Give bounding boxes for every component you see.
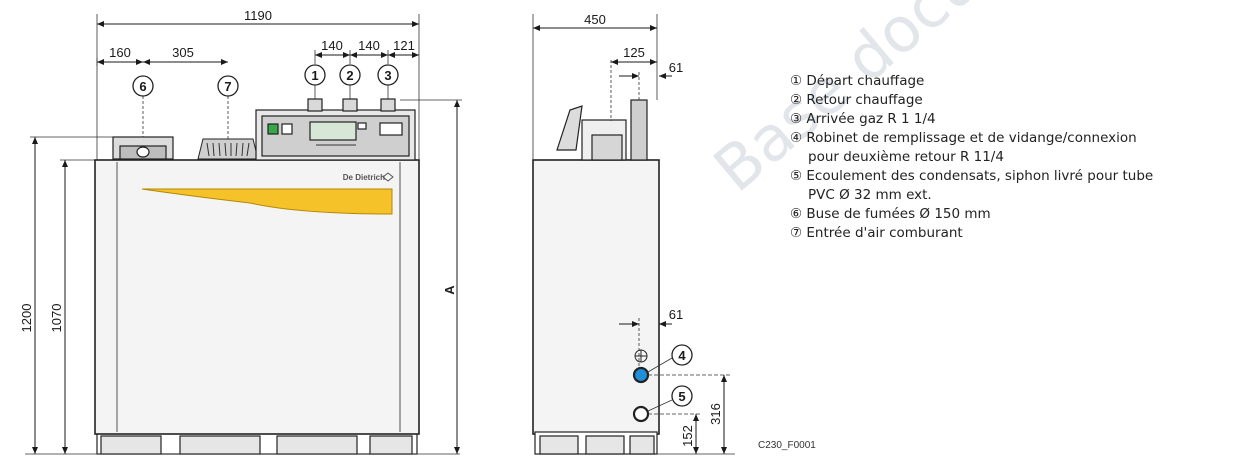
dim-spacing-2: 140	[358, 38, 380, 53]
callout-6: 6	[132, 75, 154, 97]
front-base	[96, 431, 418, 455]
callout-4: 4	[647, 344, 693, 373]
callout-7: 7	[217, 75, 239, 97]
dim-height-5: 152	[680, 425, 695, 447]
legend-number: ②	[790, 92, 803, 108]
callout-2: 2	[339, 64, 361, 99]
control-panel	[255, 109, 416, 161]
pipe-connections	[307, 98, 396, 112]
legend-text: Entrée d'air comburant	[806, 225, 963, 241]
yellow-accent-stripe	[141, 188, 393, 215]
filling-valve-connection	[632, 366, 650, 384]
legend-item-5: ⑤ Ecoulement des condensats, siphon livr…	[790, 167, 1246, 205]
svg-text:5: 5	[678, 389, 685, 404]
legend-text: Robinet de remplissage et de vidange/con…	[806, 130, 1137, 146]
legend-text: Ecoulement des condensats, siphon livré …	[806, 168, 1154, 184]
front-view: De Dietrich	[19, 8, 462, 455]
legend-number: ①	[790, 73, 803, 89]
svg-text:2: 2	[346, 68, 353, 83]
svg-text:1: 1	[311, 68, 318, 83]
dim-height-total: 1200	[19, 304, 34, 333]
dim-offset-6: 160	[109, 45, 131, 60]
legend-item-1: ① Départ chauffage	[790, 72, 1246, 91]
side-pipe	[630, 99, 648, 161]
legend-text: Buse de fumées Ø 150 mm	[806, 206, 991, 222]
legend-number: ④	[790, 130, 803, 146]
legend-number: ⑦	[790, 225, 803, 241]
side-base	[534, 431, 658, 455]
side-view: 450 125 61 61 4 5	[532, 12, 735, 455]
dim-side-flue: 125	[623, 45, 645, 60]
legend-text: Arrivée gaz R 1 1/4	[806, 111, 936, 127]
air-intake	[197, 138, 259, 160]
dim-offset-7: 305	[172, 45, 194, 60]
legend-item-6: ⑥ Buse de fumées Ø 150 mm	[790, 205, 1246, 224]
svg-text:3: 3	[384, 68, 391, 83]
flue-outlet	[112, 136, 174, 160]
legend-number: ⑥	[790, 206, 803, 222]
dim-side-depth: 450	[584, 12, 606, 27]
legend-text: Départ chauffage	[806, 73, 925, 89]
legend-item-3: ③ Arrivée gaz R 1 1/4	[790, 110, 1246, 129]
legend-text: Retour chauffage	[806, 92, 923, 108]
legend-text-continued: PVC Ø 32 mm ext.	[808, 187, 932, 203]
callout-5: 5	[647, 385, 693, 412]
legend: ① Départ chauffage ② Retour chauffage ③ …	[790, 72, 1246, 243]
dim-height-body: 1070	[49, 304, 64, 333]
legend-number: ③	[790, 111, 803, 127]
valve-symbol	[634, 349, 648, 363]
dim-spacing-3: 121	[393, 38, 415, 53]
side-body	[532, 159, 660, 435]
svg-text:6: 6	[139, 79, 146, 94]
legend-number: ⑤	[790, 168, 803, 184]
svg-text:4: 4	[678, 348, 686, 363]
dim-height-a: A	[442, 285, 457, 295]
callout-3: 3	[377, 64, 399, 99]
dim-height-4: 316	[708, 403, 723, 425]
legend-text-continued: pour deuxième retour R 11/4	[808, 149, 1004, 165]
dim-spacing-1: 140	[321, 38, 343, 53]
legend-item-2: ② Retour chauffage	[790, 91, 1246, 110]
brand-logo-mark	[382, 172, 394, 182]
dim-side-pipe: 61	[669, 60, 683, 75]
dim-overall-width: 1190	[244, 8, 272, 23]
figure-reference: C230_F0001	[758, 440, 816, 451]
callout-1: 1	[304, 64, 326, 99]
condensate-drain-connection	[632, 405, 650, 423]
legend-item-7: ⑦ Entrée d'air comburant	[790, 224, 1246, 243]
dim-side-low: 61	[669, 307, 683, 322]
legend-item-4: ④ Robinet de remplissage et de vidange/c…	[790, 129, 1246, 167]
svg-text:7: 7	[224, 79, 231, 94]
brand-logo: De Dietrich	[343, 173, 385, 182]
side-flue	[556, 105, 627, 161]
